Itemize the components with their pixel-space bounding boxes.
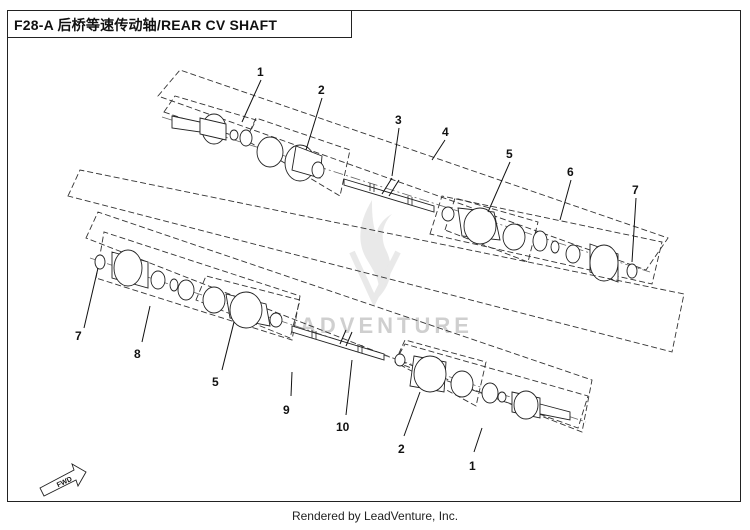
callout-top-3: 3	[395, 113, 402, 127]
cv-joint-outer-top	[171, 113, 253, 147]
leader-top-6	[559, 179, 572, 221]
boot-top-right	[441, 206, 526, 251]
watermark-logo	[349, 200, 401, 307]
shaft-bottom	[291, 325, 385, 361]
callout-bottom-7: 7	[75, 329, 82, 343]
leader-bottom-2	[403, 391, 421, 437]
callout-bottom-2: 2	[398, 442, 405, 456]
callout-bottom-10: 10	[336, 420, 350, 434]
leader-top-1	[241, 79, 262, 123]
leader-bottom-10	[345, 359, 353, 416]
callout-top-7: 7	[632, 183, 639, 197]
page-title: F28-A 后桥等速传动轴/REAR CV SHAFT	[14, 17, 278, 33]
group-box-6	[429, 195, 663, 285]
cv-joint-inner-bottom	[94, 249, 195, 301]
cv-joint-outer-bottom	[481, 382, 571, 421]
leader-top-2	[305, 97, 323, 151]
callout-bottom-8: 8	[134, 347, 141, 361]
callout-bottom-5: 5	[212, 375, 219, 389]
cv-joint-inner-top	[532, 230, 638, 283]
callout-top-2: 2	[318, 83, 325, 97]
leader-bottom-7	[83, 267, 99, 329]
fwd-direction-icon	[39, 463, 87, 497]
footer-credit: Rendered by LeadVenture, Inc.	[291, 509, 459, 523]
leader-top-7	[631, 197, 637, 263]
group-box-9	[85, 211, 593, 433]
leader-bottom-8	[141, 305, 151, 343]
leader-top-5	[487, 161, 511, 213]
callout-top-6: 6	[567, 165, 574, 179]
leader-top-4	[431, 139, 446, 161]
leader-bottom-1	[473, 427, 483, 453]
group-box-2-bottom	[394, 339, 487, 407]
leader-bottom-9	[290, 371, 293, 397]
title-box	[7, 10, 352, 38]
callout-top-1: 1	[257, 65, 264, 79]
group-box-8	[95, 231, 301, 341]
boot-bottom-right	[394, 353, 474, 398]
callout-bottom-1: 1	[469, 459, 476, 473]
callout-top-5: 5	[506, 147, 513, 161]
leader-top-3	[391, 127, 400, 177]
watermark-text: ADVENTURE	[300, 313, 473, 338]
boot-top-left	[256, 136, 325, 182]
boot-bottom-left	[202, 286, 283, 329]
diagram-frame	[7, 10, 741, 502]
callout-top-4: 4	[442, 125, 449, 139]
group-box-4	[157, 69, 669, 271]
group-box-9-outer	[67, 169, 685, 353]
callout-bottom-9: 9	[283, 403, 290, 417]
shaft-top	[343, 177, 435, 213]
leader-bottom-5	[221, 321, 235, 371]
